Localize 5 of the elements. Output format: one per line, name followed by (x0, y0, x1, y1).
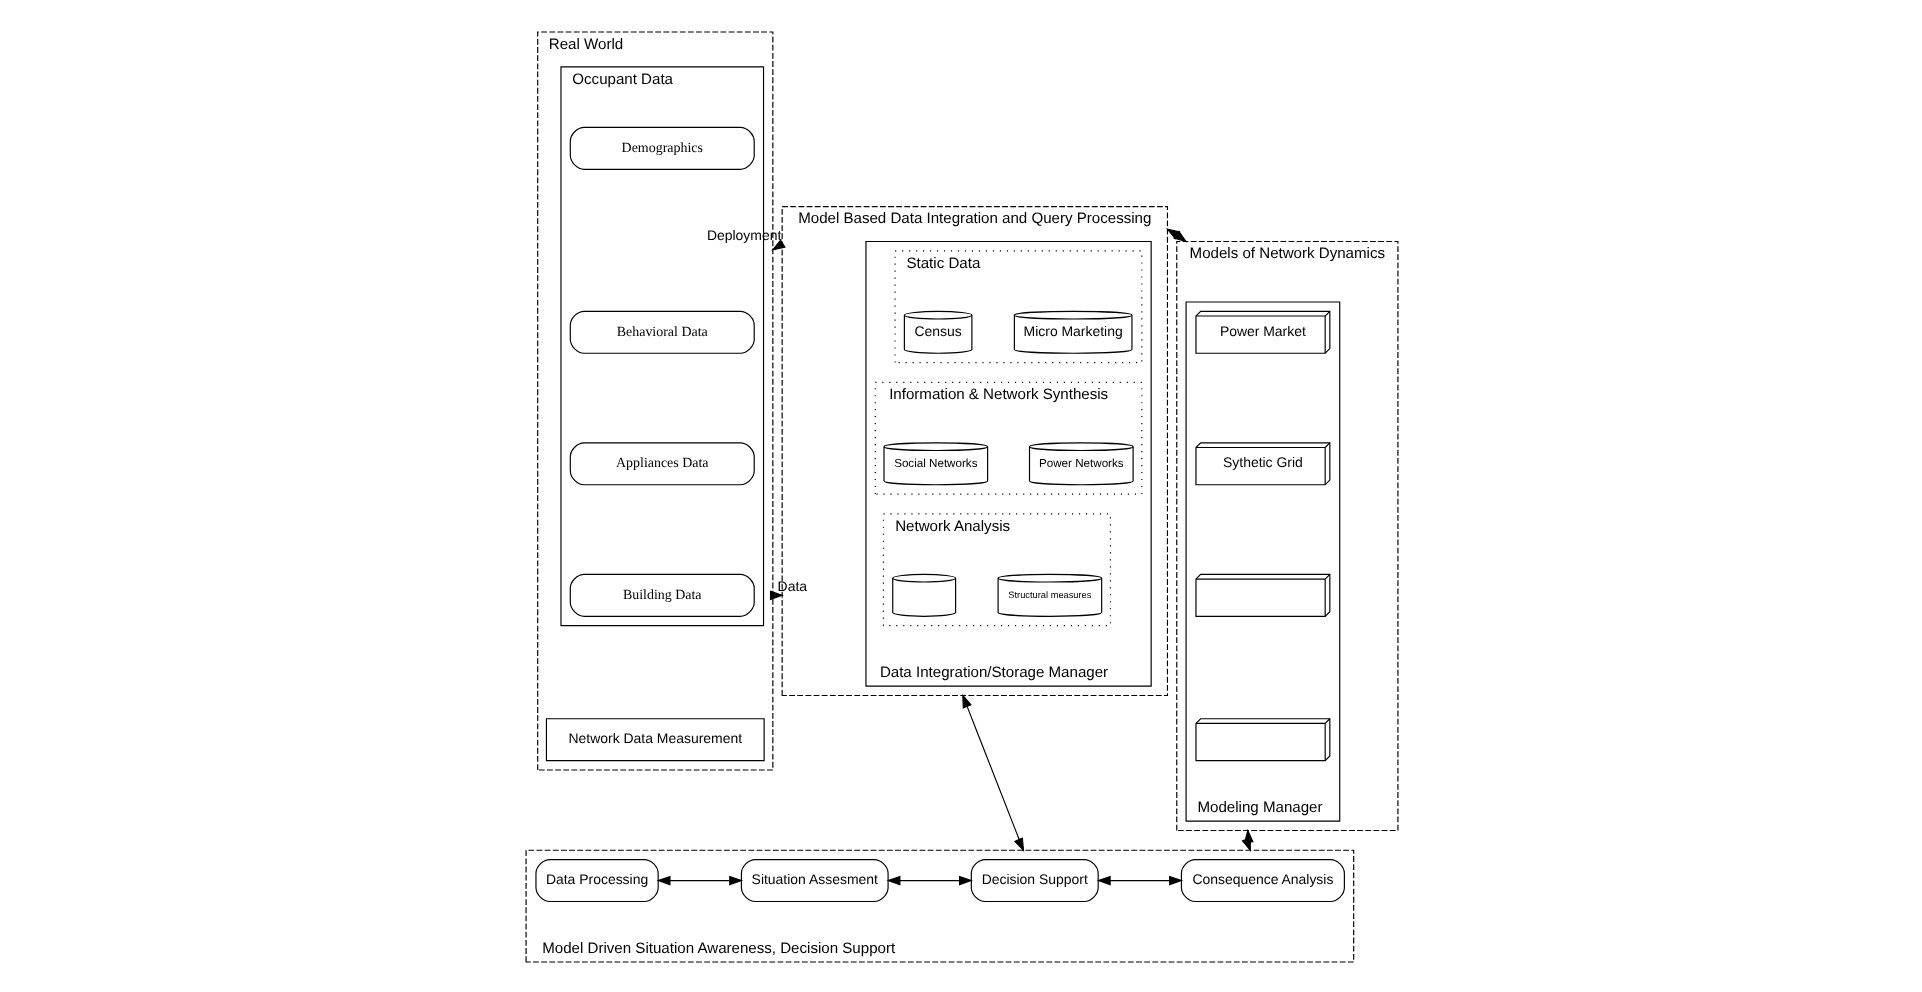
arrow (1095, 874, 1183, 885)
arrow (961, 692, 1024, 851)
arrow (655, 874, 743, 885)
arrow (1164, 227, 1187, 242)
arrow (885, 874, 972, 885)
